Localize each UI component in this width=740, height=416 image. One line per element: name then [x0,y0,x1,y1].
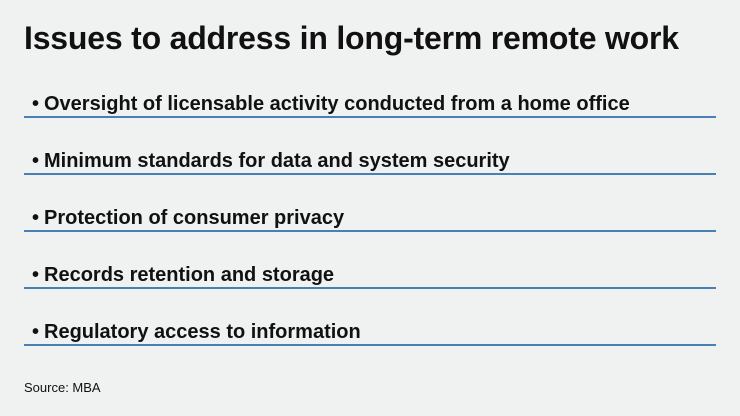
list-item-label: Minimum standards for data and system se… [44,150,510,172]
list-item: •Records retention and storage [24,255,716,312]
bullet-icon: • [32,264,40,286]
source-note: Source: MBA [24,380,101,395]
divider [24,116,716,118]
list-item: •Protection of consumer privacy [24,198,716,255]
divider [24,173,716,175]
list-item: •Oversight of licensable activity conduc… [24,84,716,141]
bullet-icon: • [32,207,40,229]
list-item-label: Records retention and storage [44,264,335,286]
list-item: •Minimum standards for data and system s… [24,141,716,198]
issues-list: •Oversight of licensable activity conduc… [24,84,716,369]
divider [24,287,716,289]
divider [24,230,716,232]
bullet-icon: • [32,321,40,343]
list-item-label: Oversight of licensable activity conduct… [44,93,630,115]
list-item-label: Regulatory access to information [44,321,361,343]
bullet-icon: • [32,150,40,172]
page-title: Issues to address in long-term remote wo… [24,20,679,56]
bullet-icon: • [32,93,40,115]
list-item: •Regulatory access to information [24,312,716,369]
divider [24,344,716,346]
list-item-label: Protection of consumer privacy [44,207,345,229]
